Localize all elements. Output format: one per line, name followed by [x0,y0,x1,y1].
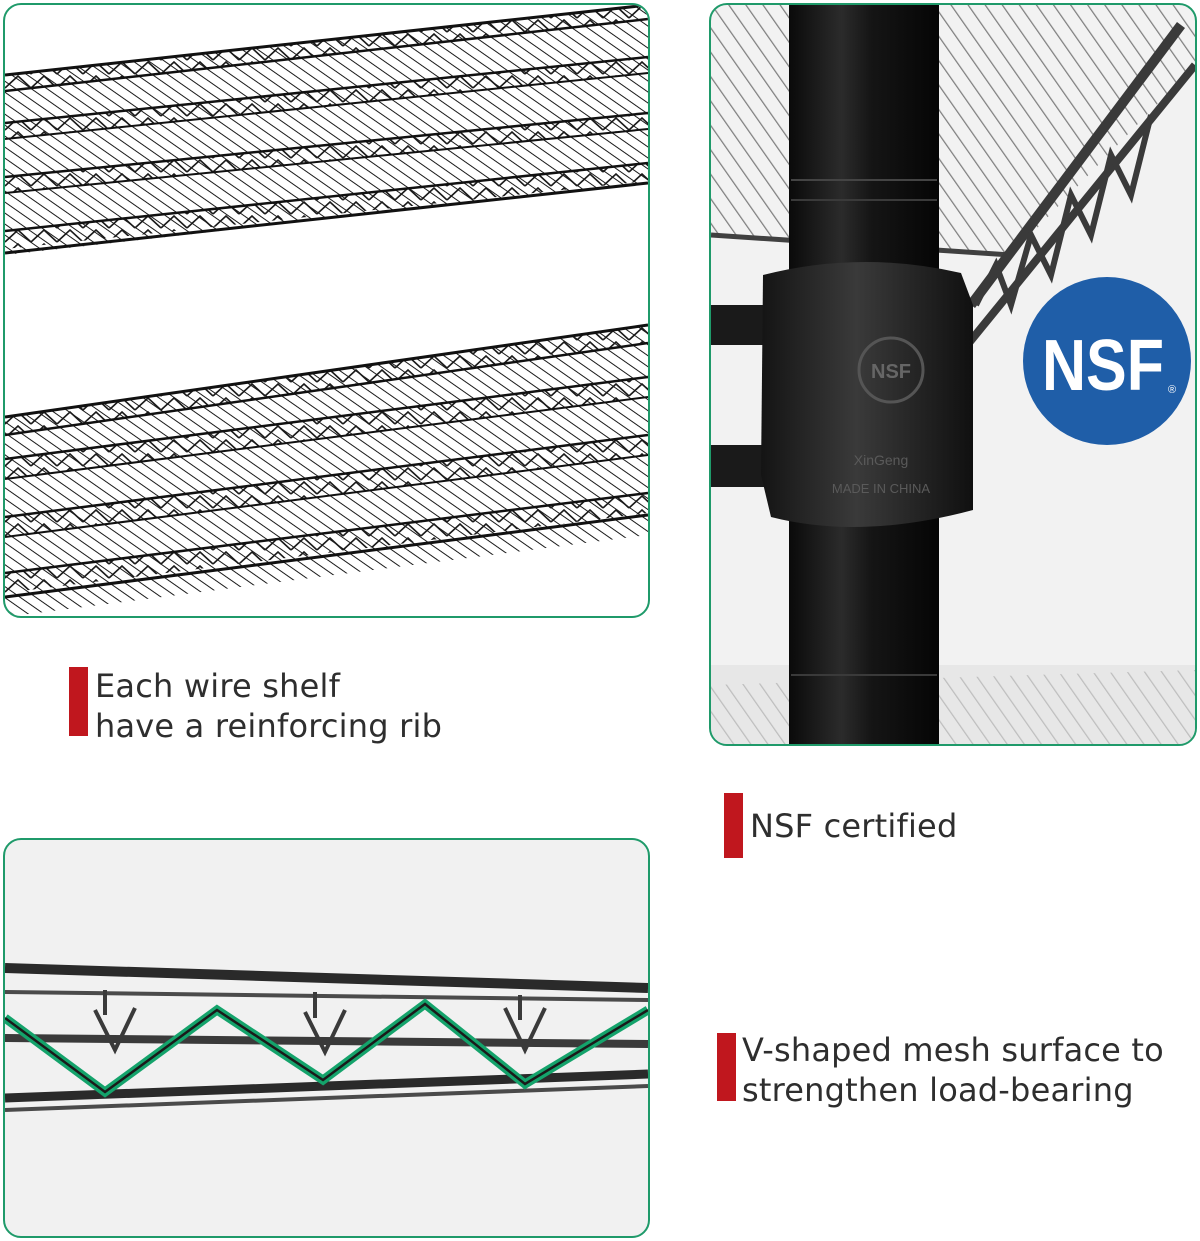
pole-photo-panel: NSF XinGeng MADE IN CHINA NSF ® [709,3,1197,746]
collar-origin-text: MADE IN CHINA [832,481,931,496]
red-accent-bar [724,793,743,858]
caption-text: V-shaped mesh surface to strengthen load… [742,1030,1164,1110]
caption-line-2: strengthen load-bearing [742,1071,1134,1109]
upper-wire-shelf [5,5,648,255]
pole-collar [761,261,973,527]
red-accent-bar [717,1033,736,1101]
caption-text: Each wire shelf have a reinforcing rib [95,666,442,746]
caption-line-1: Each wire shelf [95,667,341,705]
collar-brand-text: XinGeng [854,452,908,468]
v-mesh-illustration [5,963,648,1112]
caption-line-1: NSF certified [750,807,958,845]
wire-shelves-illustration [5,5,648,616]
collar-stamp-text: NSF [871,361,911,383]
red-accent-bar [69,667,88,736]
caption-line-2: have a reinforcing rib [95,707,443,745]
vmesh-photo-panel [3,838,650,1238]
shelves-photo-panel [3,3,650,618]
lower-wire-shelf [5,323,648,616]
caption-text: NSF certified [750,806,957,846]
pole-collar-illustration: NSF XinGeng MADE IN CHINA NSF ® [711,5,1195,744]
caption-line-1: V-shaped mesh surface to [742,1031,1164,1069]
nsf-badge: NSF ® [1023,277,1191,445]
nsf-badge-text: NSF [1042,326,1164,406]
registered-mark: ® [1168,384,1176,396]
